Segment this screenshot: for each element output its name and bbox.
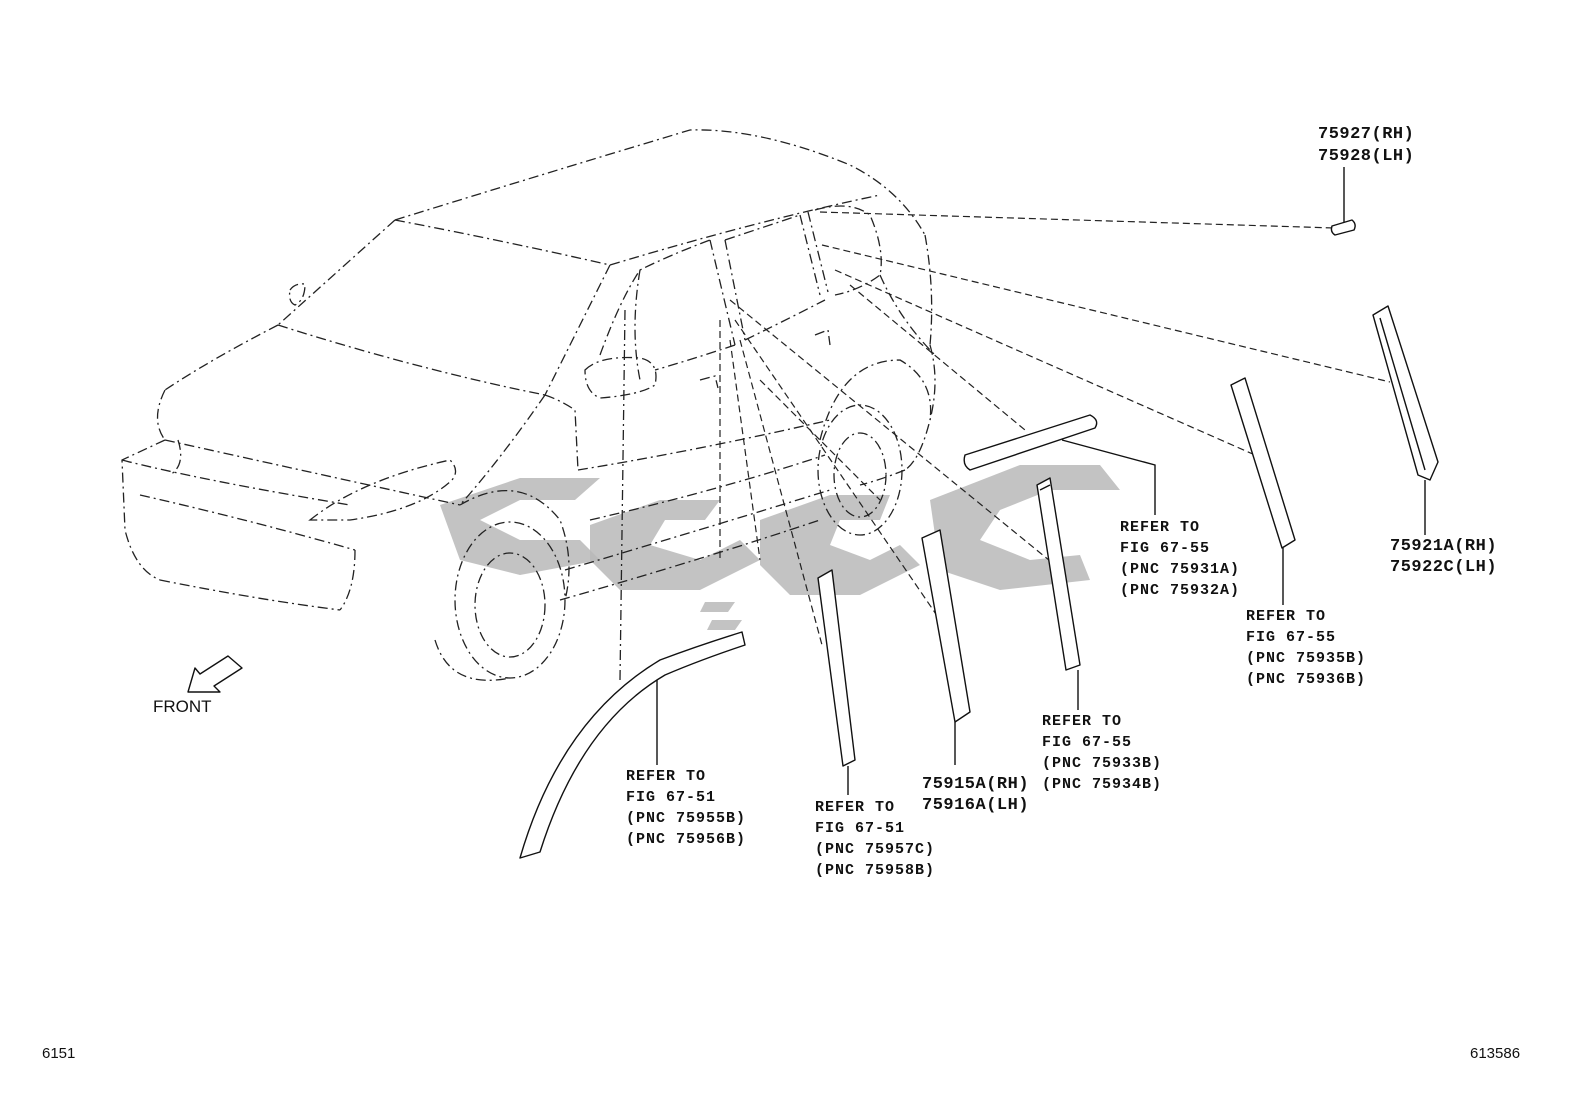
callout-line: REFER TO: [815, 799, 895, 816]
callout-line: REFER TO: [1120, 519, 1200, 536]
center-pillar-part: [921, 529, 971, 723]
callout-line: (PNC 75958B): [815, 862, 935, 879]
callout-line: (PNC 75934B): [1042, 776, 1162, 793]
callout-line: FIG 67-51: [815, 820, 905, 837]
belt-moulding-part: [963, 414, 1098, 471]
callout-line: (PNC 75955B): [626, 810, 746, 827]
callout-line: FIG 67-51: [626, 789, 716, 806]
vehicle-outline: [121, 129, 936, 681]
callout-line: FIG 67-55: [1246, 629, 1336, 646]
front-door-front-garnish-part: [519, 631, 746, 859]
front-door-rear-garnish-part: [817, 569, 856, 767]
callout-line: (PNC 75933B): [1042, 755, 1162, 772]
callout-roof-clip: 75927(RH) 75928(LH): [1318, 125, 1414, 166]
front-arrow-icon: [187, 655, 243, 693]
rear-door-front-garnish-part: [1036, 477, 1081, 671]
callout-rear-pillar-rh: 75921A(RH): [1390, 537, 1497, 556]
watermark-logo: [440, 465, 1120, 630]
callout-line: (PNC 75957C): [815, 841, 935, 858]
rear-door-rear-garnish-part: [1230, 377, 1296, 549]
front-label: FRONT: [153, 697, 212, 716]
callout-line: (PNC 75935B): [1246, 650, 1366, 667]
callout-line: REFER TO: [1042, 713, 1122, 730]
callout-line: FIG 67-55: [1120, 540, 1210, 557]
parts: [519, 219, 1439, 859]
callout-front-door-rear: REFER TO FIG 67-51 (PNC 75957C) (PNC 759…: [815, 799, 935, 879]
callout-belt-moulding: REFER TO FIG 67-55 (PNC 75931A) (PNC 759…: [1120, 519, 1240, 599]
callout-rear-door-rear: REFER TO FIG 67-55 (PNC 75935B) (PNC 759…: [1246, 608, 1366, 688]
callout-line: (PNC 75931A): [1120, 561, 1240, 578]
callout-rear-pillar: 75921A(RH) 75922C(LH): [1390, 537, 1497, 577]
callout-line: (PNC 75936B): [1246, 671, 1366, 688]
callout-center-pillar-lh: 75916A(LH): [922, 796, 1029, 815]
figure-code: 613586: [1470, 1045, 1520, 1062]
front-direction-indicator: FRONT: [153, 655, 243, 716]
callout-stems: [656, 167, 1426, 795]
callout-line: REFER TO: [1246, 608, 1326, 625]
callout-line: (PNC 75956B): [626, 831, 746, 848]
callout-front-door-front: REFER TO FIG 67-51 (PNC 75955B) (PNC 759…: [626, 768, 746, 848]
sheet-number: 6151: [42, 1045, 75, 1062]
callout-center-pillar: 75915A(RH) 75916A(LH): [922, 775, 1029, 815]
callout-roof-clip-rh: 75927(RH): [1318, 125, 1414, 144]
callout-line: (PNC 75932A): [1120, 582, 1240, 599]
callout-rear-door-front: REFER TO FIG 67-55 (PNC 75933B) (PNC 759…: [1042, 713, 1162, 793]
rear-pillar-garnish-part: [1372, 305, 1439, 481]
roof-clip-part: [1330, 219, 1356, 236]
leader-lines: [719, 211, 1391, 646]
callout-center-pillar-rh: 75915A(RH): [922, 775, 1029, 794]
callout-line: FIG 67-55: [1042, 734, 1132, 751]
callout-rear-pillar-lh: 75922C(LH): [1390, 558, 1497, 577]
callout-roof-clip-lh: 75928(LH): [1318, 147, 1414, 166]
callout-line: REFER TO: [626, 768, 706, 785]
